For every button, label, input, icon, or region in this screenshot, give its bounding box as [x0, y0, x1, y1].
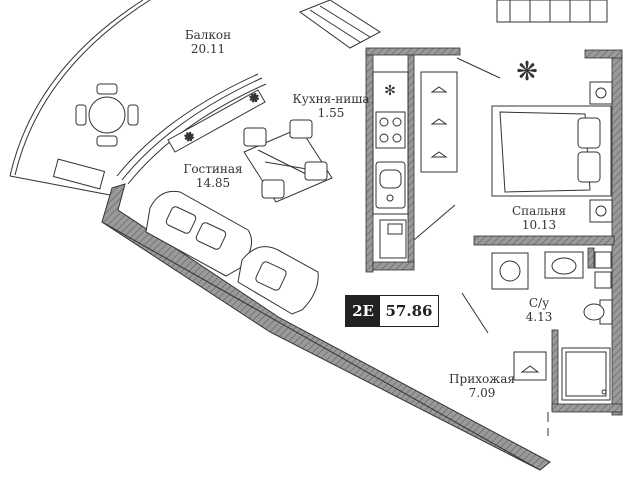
dining-table-set [243, 119, 333, 203]
total-area: 57.86 [385, 302, 433, 320]
room-area: 4.13 [525, 310, 553, 324]
hallway-hanger-icon [513, 351, 547, 381]
room-name: С/у [528, 296, 550, 310]
apartment-badge: 2E 57.86 [345, 295, 439, 327]
bed-icon [491, 105, 612, 197]
tv-console: ❋ ❋ [167, 89, 266, 153]
sun-lounger-left [298, 0, 381, 49]
balcony-table-set [75, 83, 139, 147]
room-name: Кухня-ниша [292, 92, 370, 106]
sun-lounger-right [496, 0, 608, 23]
wall-niche-bottom [372, 261, 415, 271]
hanger-icons [430, 86, 448, 158]
room-name: Гостиная [183, 162, 243, 176]
wall-kitchen-left [365, 51, 374, 273]
plant-icon: ❋ [516, 57, 538, 87]
wall-bedroom-bottom [473, 235, 615, 246]
room-area: 20.11 [190, 42, 226, 56]
sink-icon [375, 161, 406, 209]
wardrobe [420, 71, 458, 173]
apartment-type: 2E [346, 296, 380, 326]
room-name: Прихожая [449, 372, 515, 386]
room-label-bedroom: Спальня 10.13 [504, 204, 574, 232]
boiler-icon [379, 219, 407, 259]
wall-kitchen-right [407, 54, 415, 266]
room-label-bathroom: С/у 4.13 [516, 296, 562, 324]
wall-right-outer [611, 54, 623, 416]
room-name: Спальня [511, 204, 567, 218]
room-name: Балкон [184, 28, 232, 42]
bathroom-sink-icon [544, 251, 584, 279]
washing-machine-icon [491, 252, 529, 290]
room-label-living: Гостиная 14.85 [176, 162, 250, 190]
room-area: 10.13 [521, 218, 557, 232]
balcony-glazing [116, 73, 267, 185]
sofa-icon [145, 190, 253, 277]
kitchen-counter [372, 71, 409, 215]
wall-top-right [584, 49, 623, 59]
wall-stub-bath [587, 247, 595, 269]
room-label-kitchen: Кухня-ниша 1.55 [286, 92, 376, 120]
wall-bath-bottom [551, 403, 623, 413]
nightstand-icons [589, 81, 613, 223]
room-label-balcony: Балкон 20.11 [178, 28, 238, 56]
stove-icon [375, 111, 406, 149]
wall-kitchen-top [365, 47, 461, 56]
room-area: 14.85 [195, 176, 231, 190]
room-area: 1.55 [317, 106, 345, 120]
room-label-hallway: Прихожая 7.09 [446, 372, 518, 400]
exterior-wall-diagonal [101, 183, 551, 471]
room-area: 7.09 [468, 386, 496, 400]
balcony-bench [52, 158, 106, 190]
wall-bath-left [551, 329, 559, 411]
snowflake-icon: ✻ [384, 83, 396, 99]
armchair-icon [237, 246, 319, 315]
toilet-icon [583, 299, 613, 325]
bath-cabinet-icon [594, 251, 612, 289]
shower-tray-icon [561, 347, 611, 401]
balcony-outline [9, 0, 151, 196]
